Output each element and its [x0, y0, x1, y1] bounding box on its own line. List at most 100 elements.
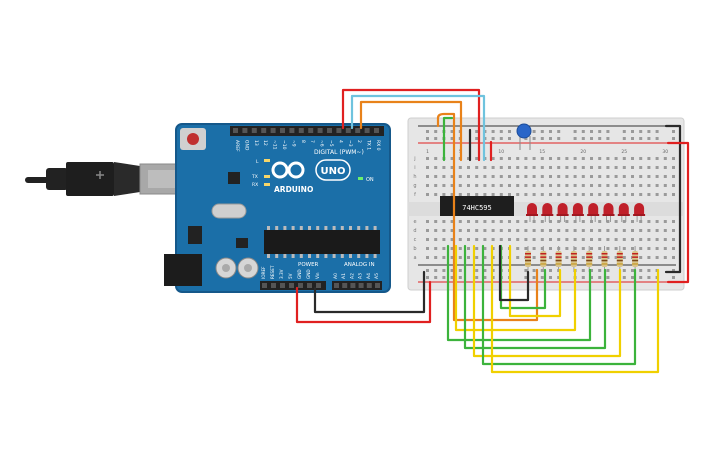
breadboard-hole[interactable] — [499, 137, 503, 140]
breadboard-hole[interactable] — [639, 184, 643, 187]
wire-black-rail[interactable] — [664, 124, 682, 274]
breadboard-hole[interactable] — [434, 229, 438, 232]
breadboard-hole[interactable] — [663, 220, 667, 223]
breadboard-hole[interactable] — [614, 238, 618, 241]
breadboard-hole[interactable] — [557, 137, 561, 140]
header-pin[interactable] — [262, 283, 267, 288]
breadboard-hole[interactable] — [655, 256, 659, 259]
breadboard-hole[interactable] — [426, 157, 429, 160]
header-pin[interactable] — [298, 283, 303, 288]
breadboard-hole[interactable] — [540, 269, 544, 272]
breadboard-hole[interactable] — [590, 184, 593, 187]
breadboard-hole[interactable] — [450, 238, 454, 241]
breadboard-hole[interactable] — [581, 166, 585, 169]
breadboard-hole[interactable] — [524, 184, 528, 187]
breadboard-hole[interactable] — [639, 256, 643, 259]
breadboard-hole[interactable] — [524, 175, 528, 178]
breadboard-hole[interactable] — [598, 193, 602, 196]
breadboard-hole[interactable] — [672, 157, 675, 160]
breadboard-hole[interactable] — [672, 193, 675, 196]
header-pin[interactable] — [289, 283, 294, 288]
breadboard-hole[interactable] — [475, 137, 479, 140]
breadboard-hole[interactable] — [442, 175, 446, 178]
breadboard-hole[interactable] — [524, 247, 528, 250]
wire-output[interactable] — [463, 244, 607, 350]
breadboard-hole[interactable] — [524, 229, 528, 232]
breadboard-hole[interactable] — [426, 276, 429, 279]
breadboard-hole[interactable] — [647, 247, 651, 250]
breadboard-hole[interactable] — [631, 137, 634, 140]
breadboard-hole[interactable] — [499, 184, 503, 187]
wire-clock-cyan[interactable] — [350, 94, 486, 162]
breadboard-hole[interactable] — [663, 238, 667, 241]
breadboard-hole[interactable] — [598, 137, 602, 140]
breadboard-hole[interactable] — [467, 157, 470, 160]
breadboard-hole[interactable] — [442, 276, 446, 279]
breadboard-hole[interactable] — [434, 184, 438, 187]
breadboard-hole[interactable] — [581, 276, 585, 279]
breadboard-hole[interactable] — [606, 184, 610, 187]
breadboard-hole[interactable] — [598, 247, 602, 250]
breadboard-hole[interactable] — [426, 238, 429, 241]
breadboard-hole[interactable] — [532, 229, 536, 232]
breadboard-hole[interactable] — [508, 238, 511, 241]
breadboard-hole[interactable] — [426, 269, 429, 272]
breadboard-hole[interactable] — [483, 220, 487, 223]
breadboard-hole[interactable] — [491, 229, 495, 232]
breadboard-hole[interactable] — [614, 220, 618, 223]
breadboard-hole[interactable] — [467, 166, 470, 169]
breadboard-hole[interactable] — [655, 130, 659, 133]
breadboard-hole[interactable] — [508, 137, 511, 140]
breadboard-hole[interactable] — [622, 247, 626, 250]
resistor[interactable] — [525, 246, 531, 272]
breadboard-hole[interactable] — [622, 166, 626, 169]
header-pin[interactable] — [355, 128, 361, 133]
breadboard-hole[interactable] — [508, 229, 511, 232]
resistor[interactable] — [555, 246, 562, 272]
breadboard-hole[interactable] — [598, 238, 602, 241]
breadboard-hole[interactable] — [622, 276, 626, 279]
breadboard-hole[interactable] — [450, 157, 454, 160]
breadboard-hole[interactable] — [483, 166, 487, 169]
breadboard-hole[interactable] — [573, 175, 577, 178]
breadboard-hole[interactable] — [540, 247, 544, 250]
breadboard-hole[interactable] — [581, 229, 585, 232]
breadboard-hole[interactable] — [647, 256, 651, 259]
led[interactable] — [526, 203, 538, 222]
breadboard-hole[interactable] — [557, 276, 561, 279]
breadboard-hole[interactable] — [524, 193, 528, 196]
breadboard-hole[interactable] — [565, 256, 569, 259]
led[interactable] — [556, 203, 569, 222]
breadboard-hole[interactable] — [549, 130, 552, 133]
breadboard-hole[interactable] — [672, 269, 675, 272]
breadboard-hole[interactable] — [434, 157, 438, 160]
breadboard-hole[interactable] — [475, 175, 479, 178]
header-pin[interactable] — [316, 283, 321, 288]
breadboard-hole[interactable] — [639, 269, 643, 272]
breadboard-hole[interactable] — [450, 269, 454, 272]
breadboard-hole[interactable] — [516, 247, 520, 250]
breadboard-hole[interactable] — [475, 269, 479, 272]
breadboard-hole[interactable] — [598, 166, 602, 169]
breadboard-hole[interactable] — [508, 130, 511, 133]
breadboard-hole[interactable] — [614, 256, 618, 259]
breadboard-hole[interactable] — [458, 229, 462, 232]
breadboard-hole[interactable] — [508, 220, 511, 223]
breadboard-hole[interactable] — [606, 193, 610, 196]
breadboard-hole[interactable] — [590, 166, 593, 169]
breadboard-hole[interactable] — [450, 166, 454, 169]
breadboard-hole[interactable] — [647, 193, 651, 196]
header-pin[interactable] — [317, 128, 323, 133]
breadboard-hole[interactable] — [606, 130, 610, 133]
breadboard-hole[interactable] — [606, 256, 610, 259]
breadboard-hole[interactable] — [434, 238, 438, 241]
breadboard-hole[interactable] — [483, 276, 487, 279]
breadboard-hole[interactable] — [483, 193, 487, 196]
breadboard-hole[interactable] — [631, 193, 634, 196]
header-pin[interactable] — [270, 128, 276, 133]
breadboard-hole[interactable] — [631, 157, 634, 160]
breadboard-hole[interactable] — [639, 193, 643, 196]
breadboard-hole[interactable] — [639, 238, 643, 241]
header-pin[interactable] — [342, 283, 348, 288]
breadboard-hole[interactable] — [565, 238, 569, 241]
